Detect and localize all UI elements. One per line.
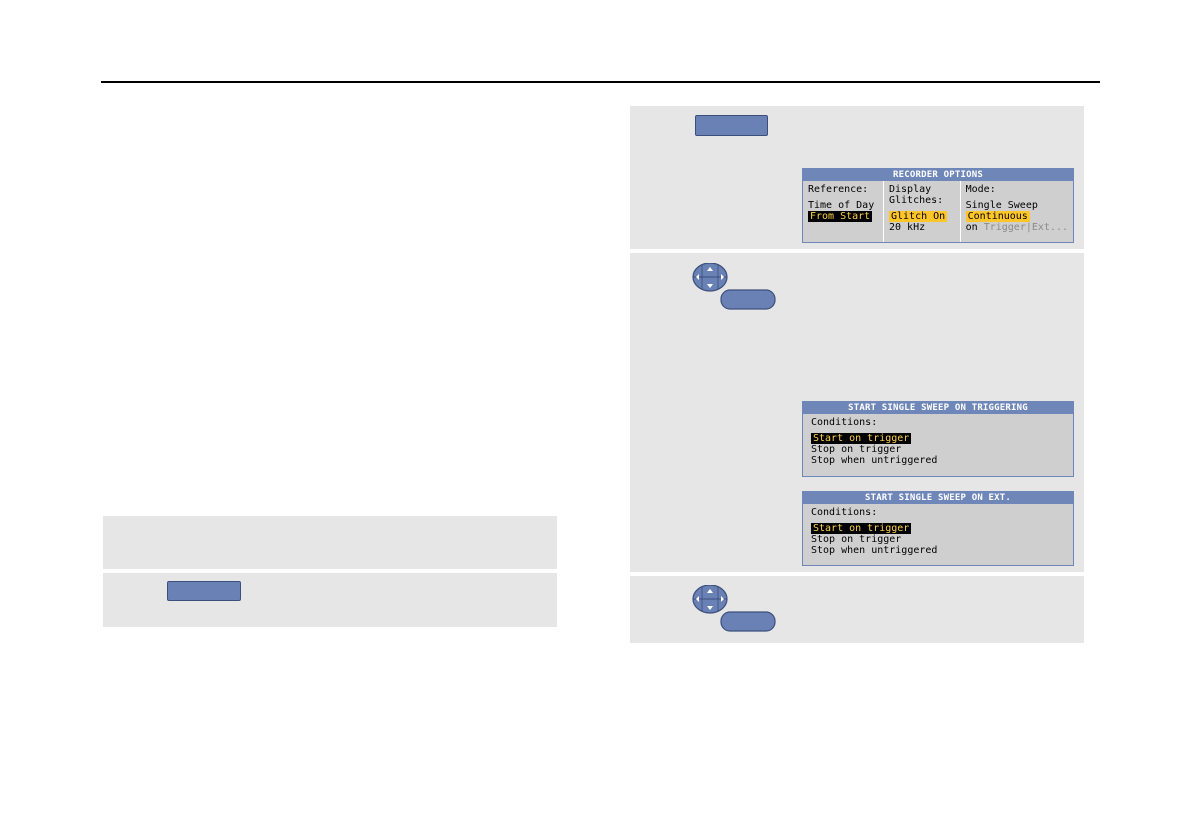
reference-column: Reference: Time of Day From Start xyxy=(803,181,883,242)
left-step-panel-2 xyxy=(103,573,557,627)
reference-header: Reference: xyxy=(808,184,869,195)
right-step-panel-3 xyxy=(630,576,1084,643)
conditions-label: Conditions: xyxy=(811,507,878,518)
stop-on-trigger-option[interactable]: Stop on trigger xyxy=(811,534,902,545)
display-header: Display xyxy=(889,184,932,195)
ext-conditions-dialog: START SINGLE SWEEP ON EXT. Conditions: S… xyxy=(802,491,1074,566)
dialog-title: RECORDER OPTIONS xyxy=(803,169,1073,181)
function-key-button[interactable] xyxy=(695,115,768,136)
stop-when-untriggered-option[interactable]: Stop when untriggered xyxy=(811,455,938,466)
trigger-ext-option[interactable]: Trigger|Ext... xyxy=(983,222,1068,233)
continuous-option[interactable]: Continuous xyxy=(965,211,1030,222)
conditions-label: Conditions: xyxy=(811,417,878,428)
left-step-panel-1 xyxy=(103,516,557,569)
right-step-panel-2: START SINGLE SWEEP ON TRIGGERING Conditi… xyxy=(630,253,1084,572)
mode-header: Mode: xyxy=(965,184,996,195)
display-glitches-column: Display Glitches: Glitch On 20 kHz xyxy=(883,181,960,242)
20khz-option[interactable]: 20 kHz xyxy=(889,222,926,233)
mode-column: Mode: Single Sweep Continuous on Trigger… xyxy=(959,181,1073,242)
reference-option-time-of-day[interactable]: Time of Day xyxy=(808,200,875,211)
arrow-pad-icon[interactable] xyxy=(685,585,781,633)
on-label: on xyxy=(965,222,978,233)
recorder-options-dialog: RECORDER OPTIONS Reference: Time of Day … xyxy=(802,168,1074,243)
start-on-trigger-option[interactable]: Start on trigger xyxy=(811,433,912,444)
header-rule xyxy=(101,81,1100,83)
arrow-pad-icon[interactable] xyxy=(685,263,781,311)
trigger-conditions-dialog: START SINGLE SWEEP ON TRIGGERING Conditi… xyxy=(802,401,1074,477)
right-step-panel-1: RECORDER OPTIONS Reference: Time of Day … xyxy=(630,106,1084,249)
function-key-button[interactable] xyxy=(167,581,241,601)
single-sweep-option[interactable]: Single Sweep xyxy=(965,200,1038,211)
stop-on-trigger-option[interactable]: Stop on trigger xyxy=(811,444,902,455)
glitch-on-option[interactable]: Glitch On xyxy=(889,211,948,222)
dialog-title: START SINGLE SWEEP ON EXT. xyxy=(803,492,1073,504)
start-on-trigger-option[interactable]: Start on trigger xyxy=(811,523,912,534)
dialog-title: START SINGLE SWEEP ON TRIGGERING xyxy=(803,402,1073,414)
reference-option-from-start[interactable]: From Start xyxy=(808,211,873,222)
glitches-header: Glitches: xyxy=(889,195,944,206)
stop-when-untriggered-option[interactable]: Stop when untriggered xyxy=(811,545,938,556)
